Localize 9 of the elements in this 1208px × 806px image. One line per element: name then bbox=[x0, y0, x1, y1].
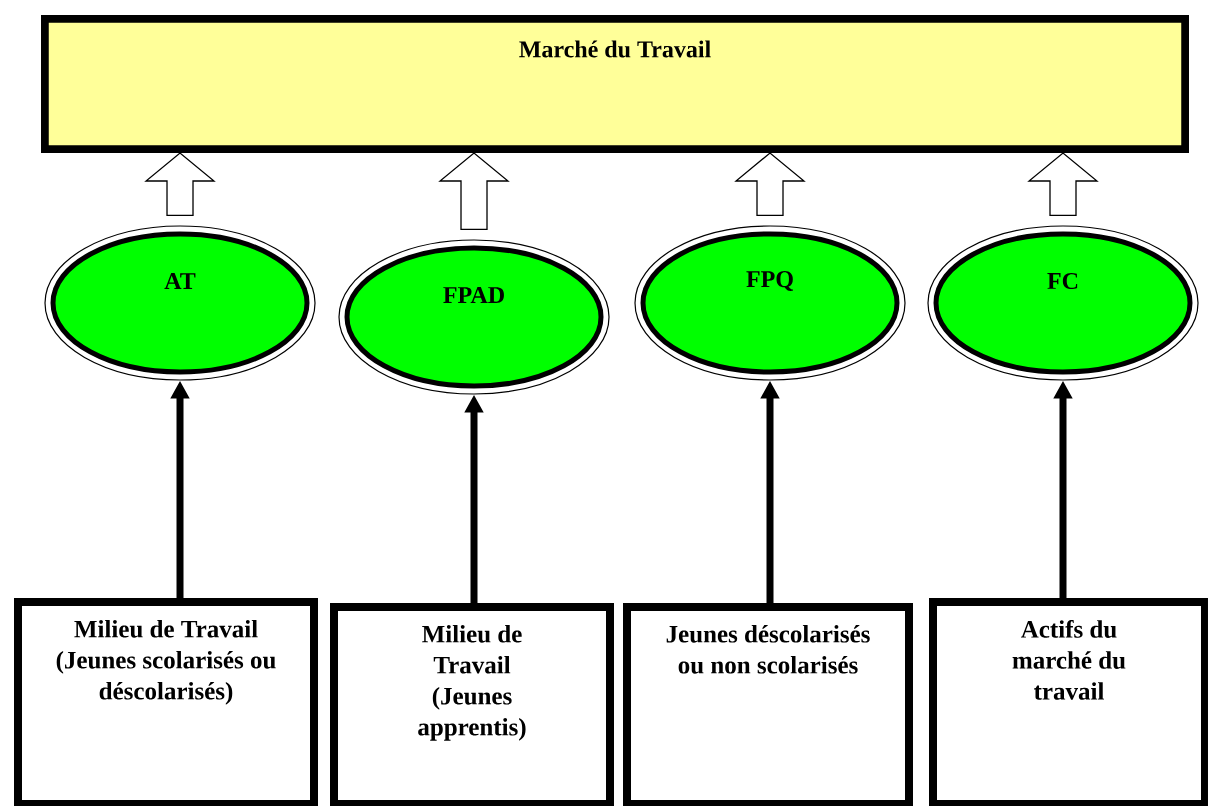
source-box: Actifs du marché du travail bbox=[929, 598, 1208, 806]
source-box: Jeunes déscolarisés ou non scolarisés bbox=[623, 603, 913, 806]
block-arrow bbox=[438, 152, 510, 231]
source-box: Milieu de Travail (Jeunes scolarisés ou déscolarisés) bbox=[14, 598, 318, 806]
title-box: Marché du Travail bbox=[41, 15, 1189, 153]
block-arrow bbox=[1027, 152, 1099, 217]
source-box: Milieu de Travail (Jeunes apprentis) bbox=[330, 603, 614, 806]
block-arrow bbox=[144, 152, 216, 217]
block-arrow bbox=[734, 152, 806, 217]
